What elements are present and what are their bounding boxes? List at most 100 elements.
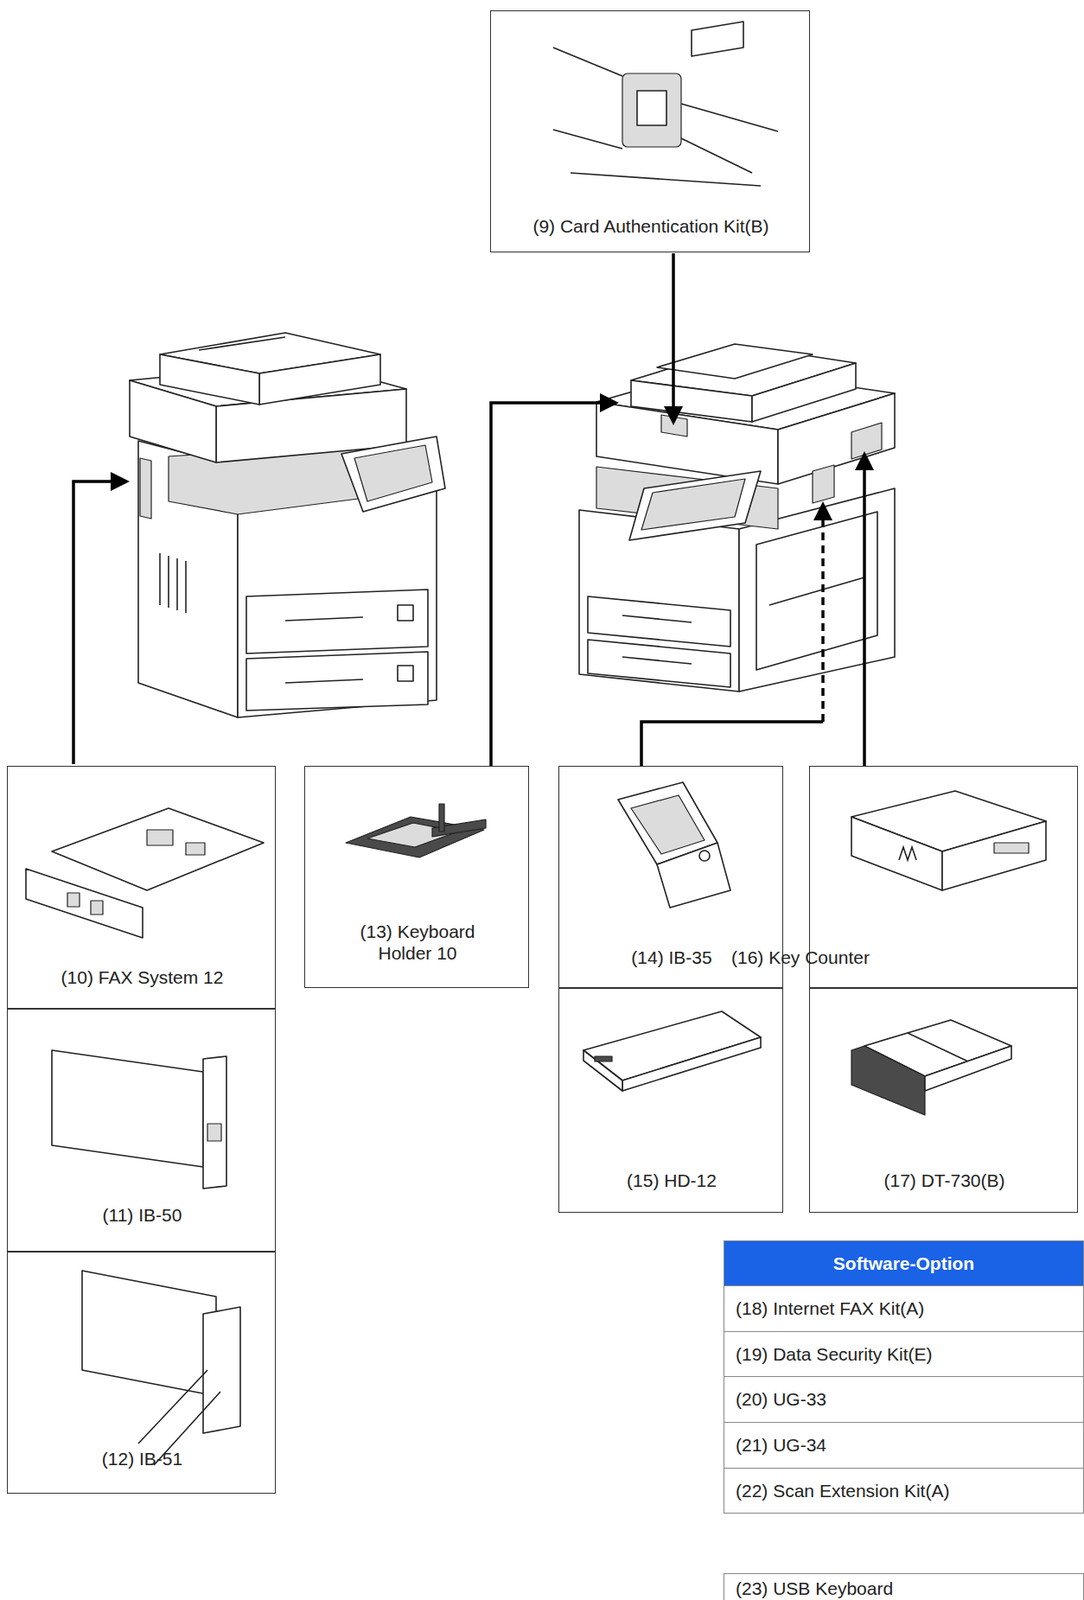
feeder-tray-line [198,337,286,351]
module-frame [618,782,718,865]
wireless-card [82,1270,217,1397]
table-header: Software-Option [723,1240,1084,1287]
cell-text: (23) USB Keyboard [735,1577,893,1600]
option-name: (11) IB-50 [7,1204,277,1226]
holder-post [439,803,445,832]
vent-line [159,553,161,606]
arrow-head [663,406,683,426]
door-line [769,577,865,606]
option-box: (13) Keyboard Holder 10 [304,765,530,989]
module-board [631,795,705,855]
counter-front [851,816,943,891]
counter-side [942,821,1046,891]
drive-end [583,1050,623,1091]
option-name: (9) Card Authentication Kit(B) [490,215,811,237]
drawer-handle [285,617,364,621]
table-cell: (22) Scan Extension Kit(A) [723,1467,1084,1514]
board-bracket [25,868,143,938]
drawer-mark [397,665,414,682]
vent-line [167,555,170,608]
drawer-mark [397,605,414,621]
leader-line [641,721,823,766]
paper-drawer [246,589,428,654]
panel-line [570,172,761,186]
phone-jack [90,900,103,915]
cell-text: (20) UG-33 [735,1388,827,1410]
option-box: (17) DT-730(B) [809,988,1078,1213]
option-box: (15) HD-12 [558,988,784,1213]
drawer-handle [285,679,364,683]
leader-line [490,402,602,766]
leader-line [73,481,113,765]
lan-port [207,1123,222,1142]
side-door [756,511,878,670]
side-slot [140,458,152,519]
vent-line [184,561,187,613]
document-feeder-front [259,354,381,405]
option-name: (10) FAX System 12 [7,966,277,989]
option-box: (12) IB-51 [6,1251,276,1494]
arrow-head [854,451,874,471]
control-panel [341,436,446,512]
card-icon [637,90,667,126]
panel-screen [641,478,746,530]
control-panel [629,471,761,541]
option-box: (10) FAX System 12 [6,765,276,1009]
arrow-head [813,501,833,521]
arrow-head [599,393,619,413]
card-reader [622,73,682,147]
panel-line [681,103,778,132]
panel-part [691,21,744,57]
table-cell: (19) Data Security Kit(E) [723,1331,1084,1378]
tray-stand [851,1045,925,1116]
counter-slot [851,422,882,460]
option-box: (9) Card Authentication Kit(B) [490,10,810,253]
drive-connector [594,1056,613,1062]
tray-divider [907,1032,969,1062]
drawer-handle [622,656,692,664]
option-box: (11) IB-50 [6,1008,276,1252]
board-chip [185,842,205,855]
panel-line [553,129,623,149]
table-cell: (20) UG-33 [723,1376,1084,1423]
drawer-handle [622,615,692,623]
paper-drawer [587,596,731,647]
panel-line [553,47,623,77]
table-cell: (23) USB Keyboard [723,1573,1084,1600]
cell-text: (21) UG-34 [735,1434,827,1456]
paper-drawer [246,651,428,711]
panel-screen [354,445,433,502]
option-name: (17) DT-730(B) [809,1169,1079,1192]
cell-text: (18) Internet FAX Kit(A) [735,1297,925,1320]
option-name: (15) HD-12 [559,1169,785,1192]
paper-drawer [587,639,731,688]
option-name: (16) Key Counter [731,946,870,969]
leader-line [671,253,676,409]
counter-pattern [899,847,917,861]
table-cell: (21) UG-34 [723,1421,1084,1469]
screw [699,850,710,861]
module-plate [656,842,731,908]
printer-front [579,510,740,692]
vent-line [176,558,179,611]
tray-edge [924,1045,1012,1091]
document-feeder-side [159,354,260,405]
dashed-leader-line [821,518,825,722]
phone-jack [67,892,80,907]
arrow-head [110,471,130,491]
feeder-tray [656,344,813,379]
cell-text: (19) Data Security Kit(E) [735,1343,933,1365]
option-box: (16) Key Counter [809,765,1078,989]
drive-side [622,1037,761,1091]
table-cell: (18) Internet FAX Kit(A) [723,1285,1084,1333]
card-bracket [203,1056,227,1189]
board-chip [146,829,173,846]
cell-text: (22) Scan Extension Kit(A) [735,1479,950,1502]
network-card [51,1050,204,1167]
card-bracket [203,1307,241,1434]
panel-line [681,138,753,173]
document-feeder-side [752,363,856,422]
counter-connector [994,842,1029,854]
antenna [138,1370,208,1444]
